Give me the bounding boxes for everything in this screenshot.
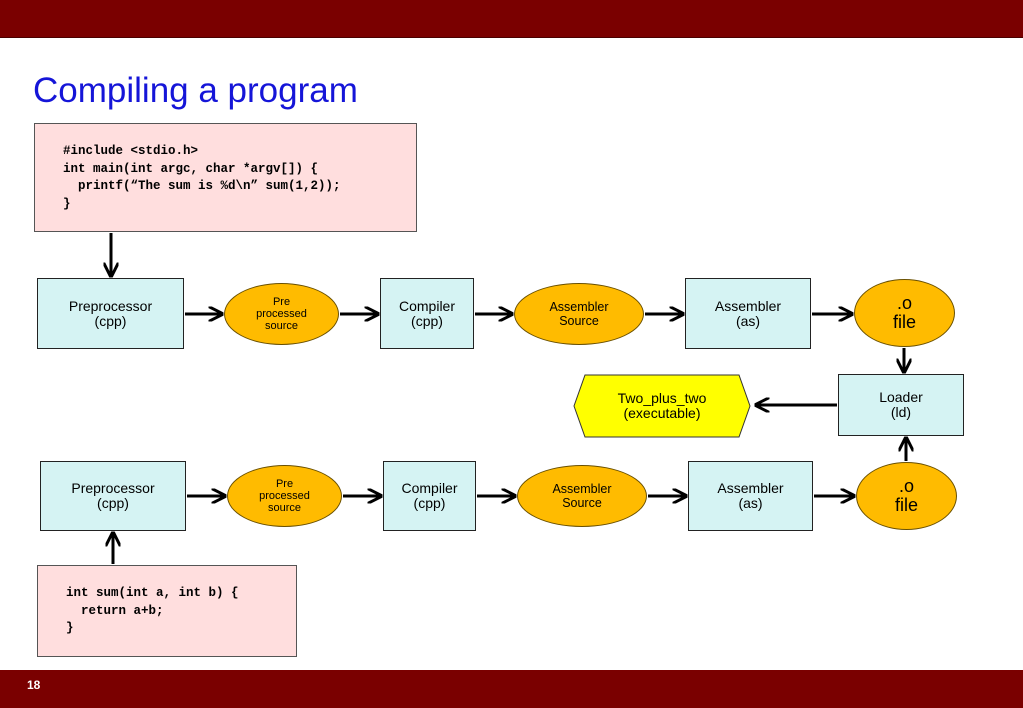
- box-label: Preprocessor: [68, 297, 153, 314]
- object-file-oval-1: .o file: [854, 279, 955, 347]
- compiler-box-2: Compiler (cpp): [383, 461, 476, 531]
- executable-sublabel: (executable): [623, 405, 701, 421]
- code-line: int sum(int a, int b) {: [66, 586, 239, 600]
- code-line: #include <stdio.h>: [63, 144, 199, 158]
- assembler-source-oval-1: Assembler Source: [514, 283, 644, 345]
- box-sublabel: (as): [735, 312, 761, 329]
- oval-label: Pre: [275, 478, 294, 490]
- box-label: Assembler: [714, 297, 782, 314]
- oval-label: .o: [898, 476, 914, 496]
- executable-hexagon: Two_plus_two (executable): [573, 374, 751, 438]
- page-number: 18: [27, 678, 41, 692]
- assembler-box-1: Assembler (as): [685, 278, 811, 349]
- sum-code-block: int sum(int a, int b) { return a+b; }: [37, 565, 297, 657]
- code-line: int main(int argc, char *argv[]) {: [63, 161, 319, 176]
- top-bar: [0, 0, 1023, 38]
- oval-label: source: [264, 320, 299, 332]
- assembler-source-oval-2: Assembler Source: [517, 465, 647, 527]
- preprocessor-box-2: Preprocessor (cpp): [40, 461, 186, 531]
- box-sublabel: (ld): [890, 404, 912, 420]
- oval-label: file: [892, 312, 916, 332]
- object-file-oval-2: .o file: [856, 462, 957, 530]
- preprocessed-source-oval-2: Pre processed source: [227, 465, 342, 527]
- box-label: Assembler: [717, 480, 784, 496]
- oval-label: Source: [562, 496, 602, 510]
- box-sublabel: (as): [738, 495, 763, 511]
- oval-label: .o: [896, 293, 912, 313]
- oval-label: processed: [259, 490, 310, 502]
- oval-label: source: [267, 502, 302, 514]
- box-sublabel: (cpp): [411, 312, 443, 329]
- compiler-box-1: Compiler (cpp): [380, 278, 474, 349]
- box-sublabel: (cpp): [97, 495, 129, 511]
- hexagon-shape: [573, 374, 751, 438]
- oval-label: file: [894, 495, 918, 515]
- oval-label: Assembler: [549, 300, 609, 314]
- box-label: Compiler: [401, 480, 458, 496]
- oval-label: Assembler: [552, 482, 612, 496]
- loader-box: Loader (ld): [838, 374, 964, 436]
- box-label: Loader: [879, 389, 923, 405]
- oval-label: Source: [559, 314, 599, 328]
- slide-title: Compiling a program: [33, 71, 358, 110]
- oval-label: Pre: [272, 296, 291, 308]
- oval-label: processed: [256, 308, 307, 320]
- code-line: return a+b;: [66, 603, 164, 618]
- box-sublabel: (cpp): [413, 495, 446, 511]
- code-line: }: [66, 621, 74, 635]
- code-line: printf(“The sum is %d\n” sum(1,2));: [63, 179, 341, 193]
- main-code-block: #include <stdio.h> int main(int argc, ch…: [34, 123, 417, 232]
- assembler-box-2: Assembler (as): [688, 461, 813, 531]
- bottom-bar: 18: [0, 670, 1023, 708]
- preprocessed-source-oval-1: Pre processed source: [224, 283, 339, 345]
- executable-label: Two_plus_two: [617, 390, 707, 406]
- code-line: }: [63, 196, 71, 211]
- box-label: Preprocessor: [71, 480, 155, 496]
- preprocessor-box-1: Preprocessor (cpp): [37, 278, 184, 349]
- box-label: Compiler: [398, 297, 455, 314]
- box-sublabel: (cpp): [94, 312, 127, 329]
